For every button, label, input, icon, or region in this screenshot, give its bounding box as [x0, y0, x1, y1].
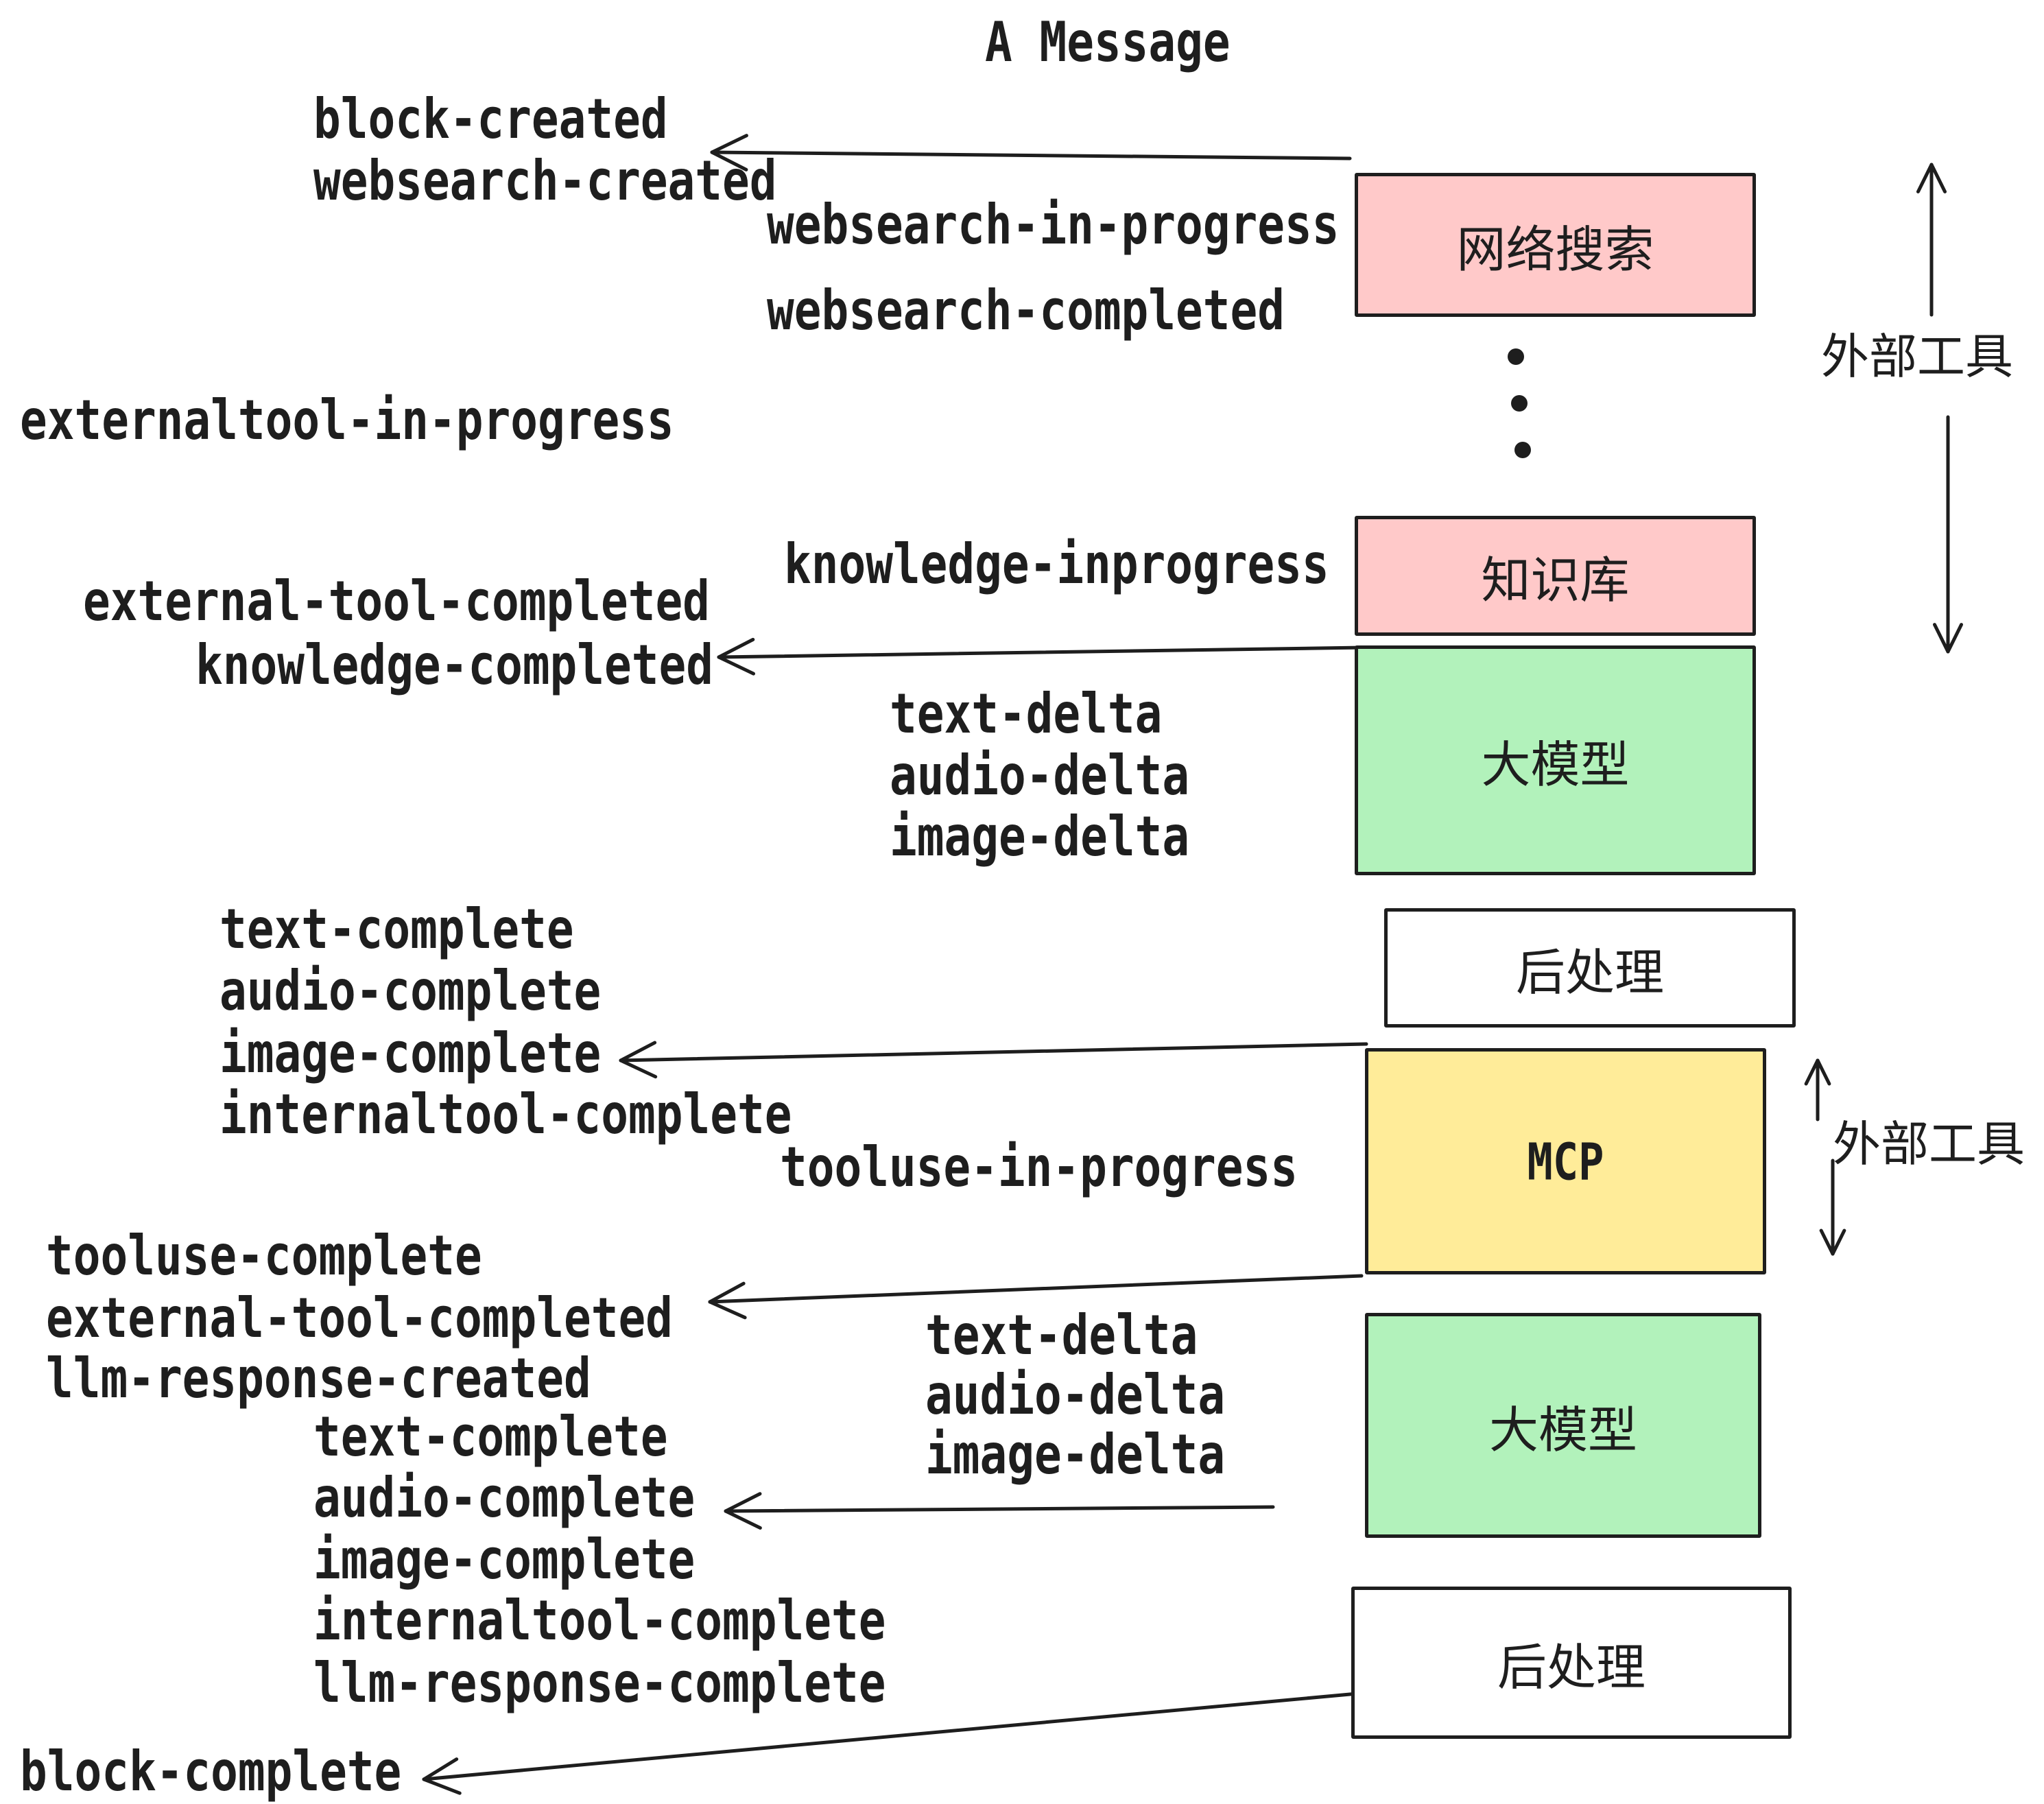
node-knowledge-base-label: 知识库 — [1481, 554, 1630, 608]
event-label-audio-complete: audio-complete — [219, 958, 602, 1023]
event-label-image-delta: image-delta — [890, 804, 1190, 869]
node-postprocess-2: 后处理 — [1351, 1587, 1792, 1739]
node-llm-1: 大模型 — [1355, 645, 1756, 875]
node-llm-2-label: 大模型 — [1488, 1403, 1637, 1458]
event-label-image-complete-2: image-complete — [313, 1527, 696, 1592]
ellipsis-icon — [1508, 348, 1531, 458]
event-label-knowledge-completed: knowledge-completed — [195, 632, 713, 698]
node-knowledge-base: 知识库 — [1355, 516, 1756, 636]
event-label-audio-complete-2: audio-complete — [313, 1465, 696, 1530]
event-label-image-complete: image-complete — [219, 1021, 602, 1086]
event-label-text-delta-2: text-delta — [925, 1303, 1198, 1368]
event-label-websearch-completed: websearch-completed — [767, 278, 1285, 343]
node-websearch: 网络搜索 — [1355, 173, 1756, 317]
event-label-tooluse-in-progress: tooluse-in-progress — [780, 1135, 1298, 1200]
arrow-websearch-to-block-created — [710, 134, 1352, 171]
event-label-text-delta: text-delta — [890, 681, 1163, 746]
event-label-external-tool-completed-2: external-tool-completed — [46, 1285, 673, 1351]
node-postprocess-2-label: 后处理 — [1497, 1640, 1645, 1696]
event-label-text-complete-2: text-complete — [313, 1404, 668, 1469]
node-postprocess-1-label: 后处理 — [1515, 945, 1664, 1001]
node-mcp-label: MCP — [1527, 1131, 1604, 1191]
node-mcp: MCP — [1365, 1048, 1766, 1274]
event-label-text-complete: text-complete — [219, 897, 574, 962]
arrow-llm2-to-audio-complete — [724, 1492, 1275, 1530]
event-label-block-created: block-created — [313, 86, 668, 152]
arrow-llm1-to-knowledge-completed — [717, 637, 1366, 676]
node-llm-1-label: 大模型 — [1481, 738, 1630, 793]
event-label-internaltool-complete-2: internaltool-complete — [313, 1588, 886, 1653]
annotation-external-tools-2: 外部工具 — [1833, 1117, 2025, 1171]
arrow-external-tools-1-up — [1916, 163, 1947, 317]
node-websearch-label: 网络搜索 — [1456, 222, 1654, 278]
event-label-llm-response-complete: llm-response-complete — [313, 1650, 886, 1716]
node-postprocess-1: 后处理 — [1384, 908, 1796, 1028]
arrow-external-tools-2-up — [1804, 1058, 1831, 1121]
event-label-audio-delta-2: audio-delta — [925, 1362, 1226, 1427]
arrow-mcp-to-image-complete — [619, 1041, 1368, 1079]
event-label-audio-delta: audio-delta — [890, 743, 1190, 808]
event-label-image-delta-2: image-delta — [925, 1422, 1226, 1487]
arrow-external-tools-1-down — [1932, 415, 1964, 654]
event-label-knowledge-inprogress: knowledge-inprogress — [784, 532, 1329, 597]
event-label-externaltool-in-progress: externaltool-in-progress — [20, 388, 674, 453]
node-llm-2: 大模型 — [1365, 1313, 1761, 1538]
event-label-internaltool-complete: internaltool-complete — [219, 1082, 792, 1147]
event-label-websearch-created: websearch-created — [313, 148, 777, 213]
annotation-external-tools-1: 外部工具 — [1821, 330, 2013, 383]
event-label-llm-response-created: llm-response-created — [46, 1346, 591, 1411]
event-label-tooluse-complete: tooluse-complete — [46, 1223, 482, 1288]
page-title: A Message — [985, 10, 1231, 75]
event-label-external-tool-completed: external-tool-completed — [83, 569, 710, 634]
event-label-websearch-in-progress: websearch-in-progress — [767, 192, 1340, 257]
event-label-block-complete: block-complete — [20, 1739, 402, 1804]
